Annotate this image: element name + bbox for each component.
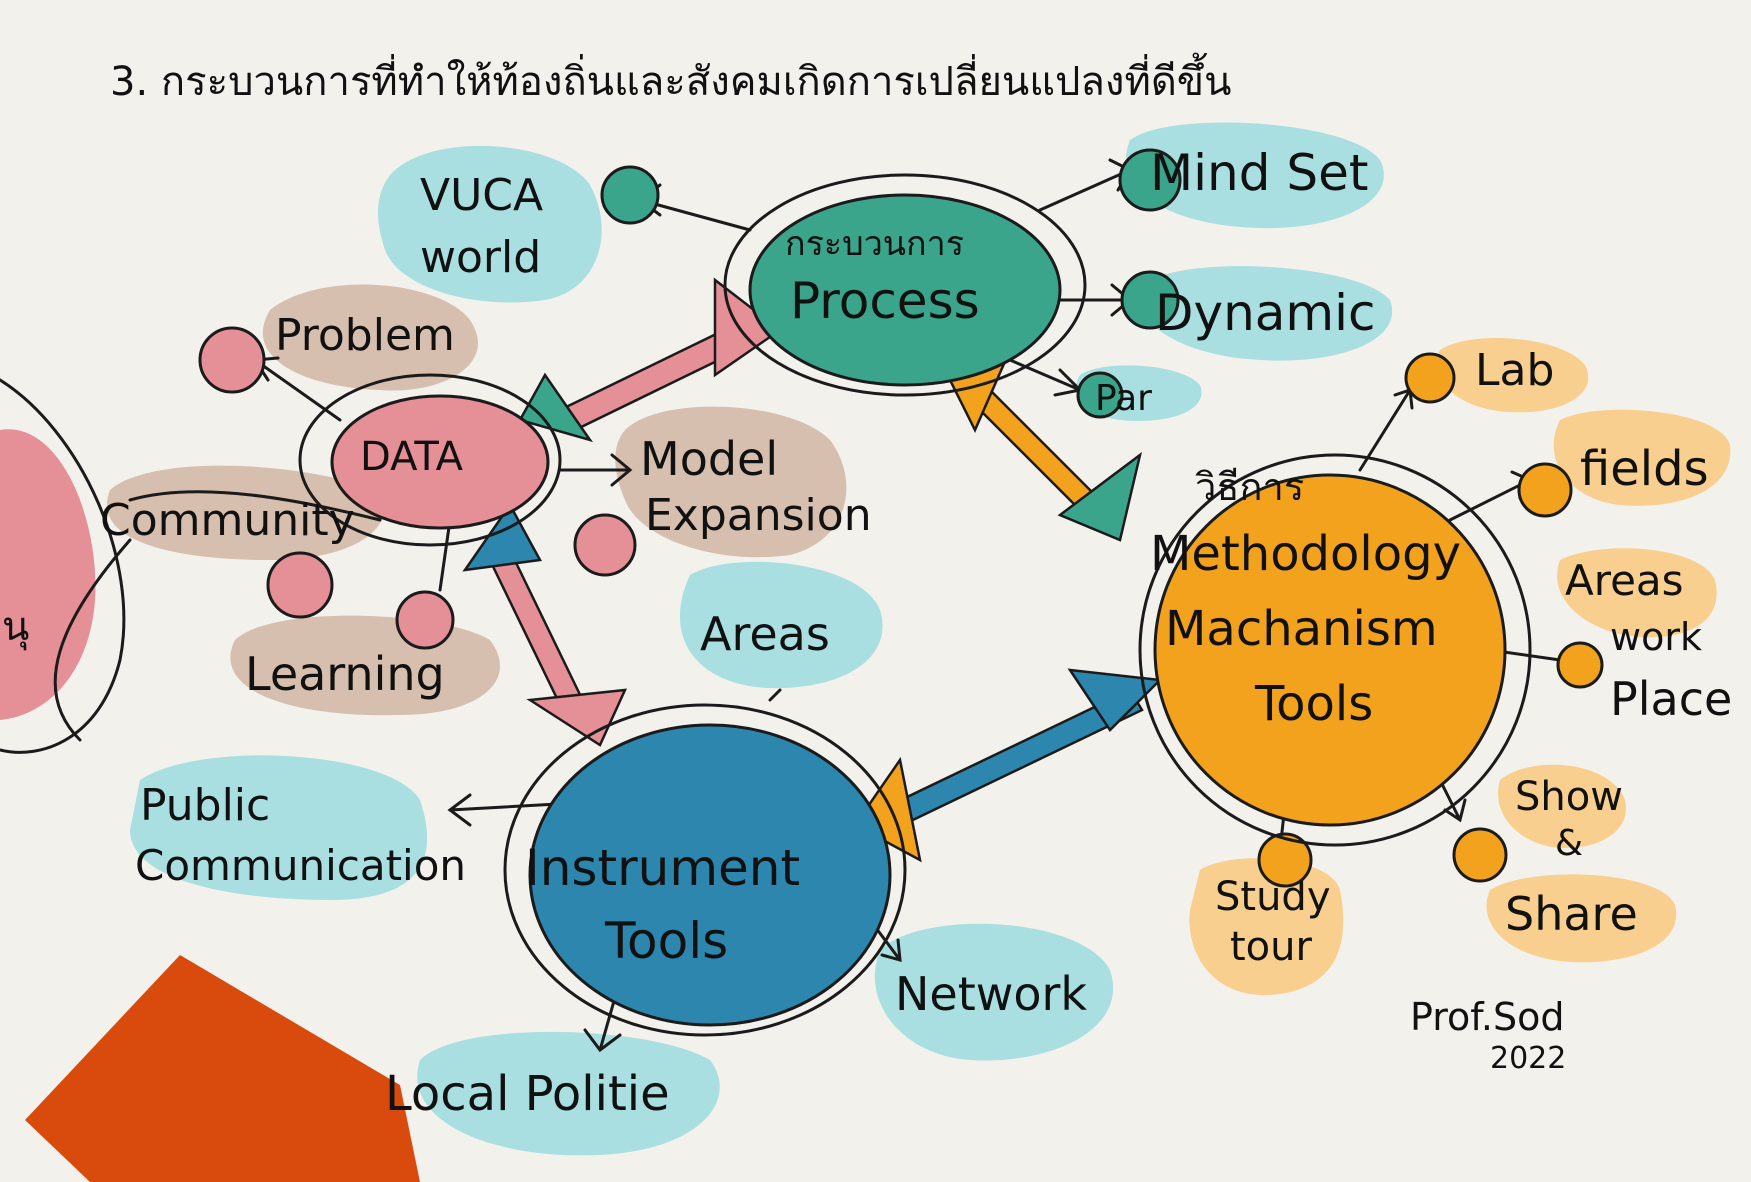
connector-process-dynamic xyxy=(1058,283,1133,317)
problem-dot xyxy=(198,326,266,394)
lab-dot xyxy=(1404,352,1456,404)
left-fragment-label: นุ xyxy=(2,604,29,651)
connector-data-learning xyxy=(438,518,452,592)
show-dot xyxy=(1452,827,1508,883)
methodology-label-3: Tools xyxy=(1254,676,1373,732)
instrument-hub xyxy=(528,723,892,1027)
network-label: Network xyxy=(895,967,1087,1021)
study-label-2: tour xyxy=(1230,924,1313,970)
connector-data-model xyxy=(558,453,633,487)
study-dot xyxy=(1257,832,1313,888)
public-label-2: Communication xyxy=(135,841,466,890)
arrow-instrument-method-head-right xyxy=(1067,668,1163,732)
model-label-2: Expansion xyxy=(645,490,872,541)
mindset-label: Mind Set xyxy=(1150,144,1368,202)
methodology-label-2: Machanism xyxy=(1165,601,1438,657)
areas-right-label-2: work xyxy=(1610,615,1702,659)
fields-dot xyxy=(1517,462,1573,518)
par-label: Par xyxy=(1095,378,1152,419)
areas-center-label: Areas xyxy=(700,607,830,661)
community-blob xyxy=(106,465,385,560)
signature-name: Prof.Sod xyxy=(1410,995,1564,1039)
model-blob xyxy=(615,406,847,558)
arrow-process-method-head xyxy=(1057,451,1143,542)
data-hub-outline xyxy=(298,373,562,547)
areas-right-label-3: Place xyxy=(1610,672,1732,726)
show-blob xyxy=(1498,764,1626,849)
dynamic-blob xyxy=(1142,266,1393,361)
fields-blob xyxy=(1553,409,1731,506)
arrow-data-process-head-left xyxy=(518,372,594,443)
methodology-hub xyxy=(1153,473,1507,827)
par-dot xyxy=(1076,371,1124,419)
page-heading: 3. กระบวนการที่ทำให้ท้องถิ่นและสังคมเกิด… xyxy=(110,52,1231,105)
vuca-dot xyxy=(600,165,660,225)
dynamic-dot xyxy=(1120,270,1180,330)
fields-label: fields xyxy=(1580,441,1709,497)
show-label-3: Share xyxy=(1505,887,1638,941)
lab-blob xyxy=(1436,338,1589,413)
lab-label: Lab xyxy=(1475,345,1554,396)
learning-dot xyxy=(395,590,455,650)
methodology-hub-outline xyxy=(1138,453,1532,847)
vuca-blob xyxy=(378,145,602,303)
community-label: Community xyxy=(100,495,355,546)
network-blob xyxy=(874,923,1114,1061)
problem-blob xyxy=(262,284,478,391)
corner-shape xyxy=(25,955,420,1182)
mindset-blob xyxy=(1126,122,1384,229)
instrument-label-2: Tools xyxy=(604,912,728,970)
instrument-label-1: Instrument xyxy=(525,839,800,897)
left-partial-hub xyxy=(0,429,96,720)
arrow-instrument-method-head-left xyxy=(853,756,922,863)
areas-right-dot xyxy=(1556,641,1604,689)
signature-year: 2022 xyxy=(1490,1041,1566,1076)
methodology-label-th: วิธีการ xyxy=(1195,465,1304,509)
show-label-1: Show xyxy=(1515,774,1623,820)
data-hub xyxy=(330,394,550,530)
process-hub-outline xyxy=(723,173,1087,397)
share-blob xyxy=(1486,874,1677,963)
areas-right-label-1: Areas xyxy=(1565,556,1684,605)
connector-process-mindset xyxy=(1038,158,1133,212)
show-label-2: & xyxy=(1555,823,1583,864)
problem-label: Problem xyxy=(275,310,455,361)
local-label: Local Politie xyxy=(385,1066,670,1122)
study-label-1: Study xyxy=(1215,874,1331,920)
connector-instrument-areas xyxy=(768,688,782,702)
mindset-dot xyxy=(1118,148,1182,212)
process-hub xyxy=(748,193,1062,387)
process-label-th: กระบวนการ xyxy=(785,224,964,264)
left-scribble xyxy=(0,378,382,754)
vuca-label-2: world xyxy=(420,232,541,283)
data-label: DATA xyxy=(360,434,464,480)
instrument-hub-outline xyxy=(503,703,907,1037)
areas-right-blob xyxy=(1557,548,1717,638)
process-label-en: Process xyxy=(790,272,980,330)
areas-center-blob xyxy=(679,561,883,689)
learning-label: Learning xyxy=(245,647,445,701)
connector-process-par xyxy=(1008,358,1084,397)
local-blob xyxy=(417,1031,720,1156)
vuca-label-1: VUCA xyxy=(420,170,543,221)
public-blob xyxy=(130,755,428,900)
community-dot xyxy=(266,551,334,619)
arrow-data-process-head-right xyxy=(713,277,783,378)
dynamic-label: Dynamic xyxy=(1155,284,1376,342)
model-label-1: Model xyxy=(640,432,778,486)
methodology-label-1: Methodology xyxy=(1150,526,1461,582)
public-label-1: Public xyxy=(140,780,270,831)
study-blob xyxy=(1189,858,1344,996)
connector-method-fields xyxy=(1448,470,1533,522)
model-dot xyxy=(573,513,637,577)
arrow-data-instrument-head-bottom xyxy=(526,688,628,747)
